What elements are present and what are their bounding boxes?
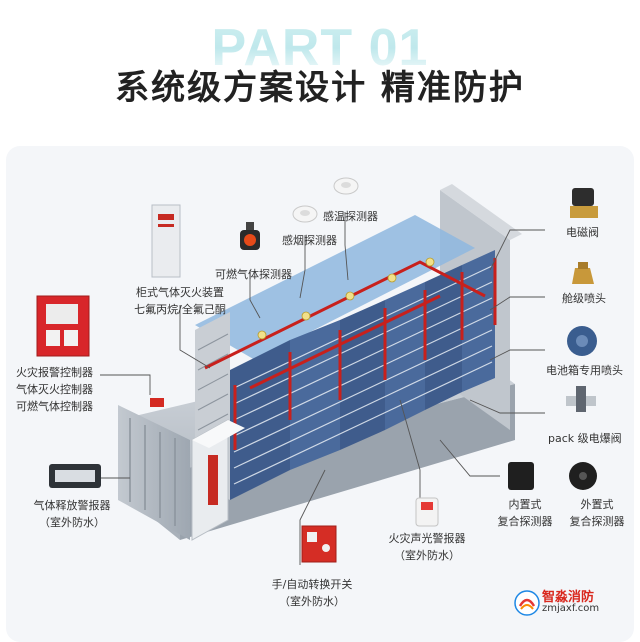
label-smoke-detector: 感烟探测器 (282, 234, 337, 247)
label-external-detector-line1: 外置式 (580, 498, 614, 511)
label-temp-detector: 感温探测器 (323, 210, 378, 223)
label-sound-light-line2: （室外防水） (394, 549, 460, 562)
gas-detector-device (240, 222, 260, 250)
manual-auto-switch-device (301, 525, 337, 563)
ceiling-detectors (257, 257, 435, 340)
label-controller-line3: 可燃气体控制器 (16, 400, 93, 413)
fire-pipes (204, 258, 497, 450)
label-gas-detector: 可燃气体探测器 (215, 268, 292, 281)
label-internal-detector-line2: 复合探测器 (497, 515, 553, 528)
label-sound-light: 火灾声光警报器 （室外防水） (360, 530, 494, 564)
label-battery-nozzle: 电池箱专用喷头 (546, 364, 623, 377)
label-external-detector: 外置式 复合探测器 (562, 496, 632, 530)
container-front-wall (118, 398, 190, 540)
cabinet-gas-extinguisher-device (151, 204, 181, 278)
label-cabin-nozzle: 舱级喷头 (562, 292, 606, 305)
brand-name: 智淼消防 (542, 590, 595, 605)
part-watermark: PART 01 (0, 18, 640, 78)
brand-site: zmjaxf.com (542, 603, 600, 614)
label-manual-switch-line1: 手/自动转换开关 (271, 578, 353, 591)
label-manual-switch: 手/自动转换开关 （室外防水） (250, 576, 374, 610)
battery-nozzle-device (567, 326, 597, 356)
gas-release-alarm-device (49, 464, 101, 488)
label-external-detector-line2: 复合探测器 (569, 515, 625, 528)
label-release-alarm-line1: 气体释放警报器 (33, 499, 111, 512)
solenoid-valve-device (570, 188, 598, 218)
label-cabinet-gas-line1: 柜式气体灭火装置 (136, 286, 224, 299)
label-cabinet-gas-line2: 七氟丙烷/全氟己酮 (134, 303, 226, 316)
leader-lines (100, 212, 545, 565)
cabin-nozzle-device (572, 262, 594, 284)
label-sound-light-line1: 火灾声光警报器 (388, 532, 466, 545)
temp-detector-device (333, 177, 359, 195)
label-release-alarm-line2: （室外防水） (39, 516, 105, 529)
label-release-alarm: 气体释放警报器 （室外防水） (10, 497, 134, 531)
label-controller-line2: 气体灭火控制器 (16, 383, 93, 396)
label-controller-line1: 火灾报警控制器 (16, 366, 93, 379)
label-controllers: 火灾报警控制器 气体灭火控制器 可燃气体控制器 (16, 364, 93, 415)
gas-suppression-cabinet (191, 419, 245, 541)
external-detector-device (569, 462, 597, 490)
label-solenoid-valve: 电磁阀 (566, 226, 599, 239)
label-internal-detector: 内置式 复合探测器 (490, 496, 560, 530)
label-cabinet-gas: 柜式气体灭火装置 七氟丙烷/全氟己酮 (120, 284, 240, 318)
brand-logo: 智淼消防 zmjaxf.com (512, 584, 632, 624)
page-title: 系统级方案设计 精准防护 (115, 68, 525, 108)
label-manual-switch-line2: （室外防水） (279, 595, 345, 608)
release-alarm-on-wall (150, 398, 164, 407)
pack-valve-device (566, 386, 596, 412)
label-pack-valve: pack 级电爆阀 (548, 432, 622, 445)
fire-alarm-controller-device (36, 295, 90, 357)
label-internal-detector-line1: 内置式 (508, 498, 542, 511)
smoke-detector-device (292, 205, 318, 223)
brand-mark-icon (514, 590, 540, 616)
sound-light-alarm-device (415, 497, 439, 527)
internal-detector-device (508, 462, 534, 490)
